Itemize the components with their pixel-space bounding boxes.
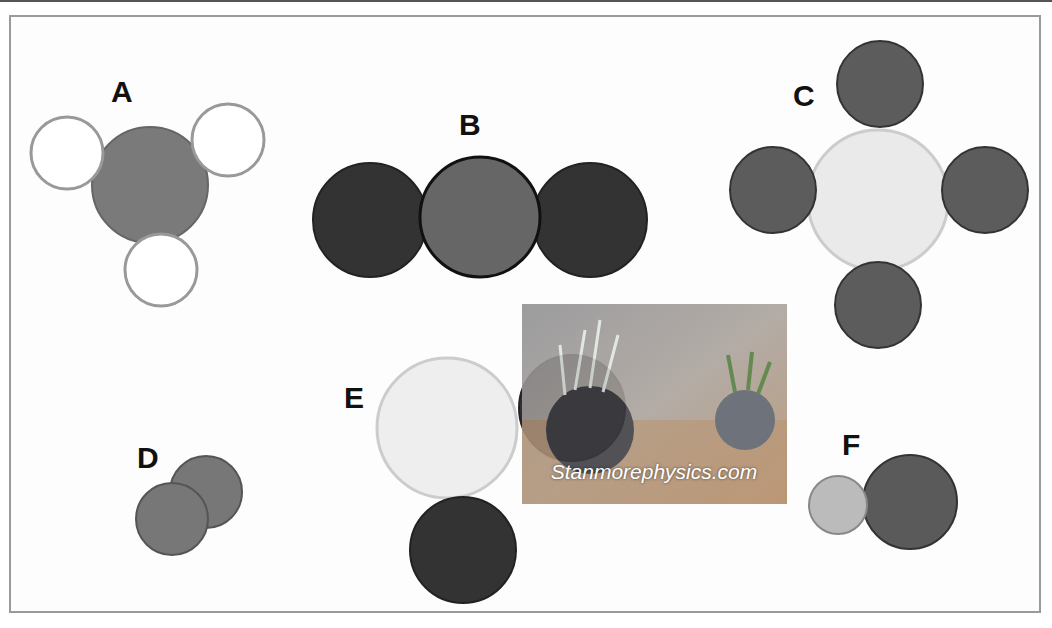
molecule-letter: A — [111, 77, 133, 107]
molecule-b — [313, 157, 647, 277]
molecule-a — [31, 104, 264, 306]
molecule-f — [809, 455, 957, 549]
watermark-photo — [522, 304, 787, 504]
top-rule — [0, 0, 1052, 2]
molecule-letter: C — [793, 81, 815, 111]
watermark-text: Stanmorephysics.com — [551, 461, 758, 482]
molecule-letter: E — [344, 383, 364, 413]
molecule-letter: B — [459, 110, 481, 140]
frame — [10, 16, 1040, 612]
molecule-c — [730, 41, 1028, 348]
molecule-letter: F — [842, 430, 860, 460]
molecule-letter: D — [137, 443, 159, 473]
